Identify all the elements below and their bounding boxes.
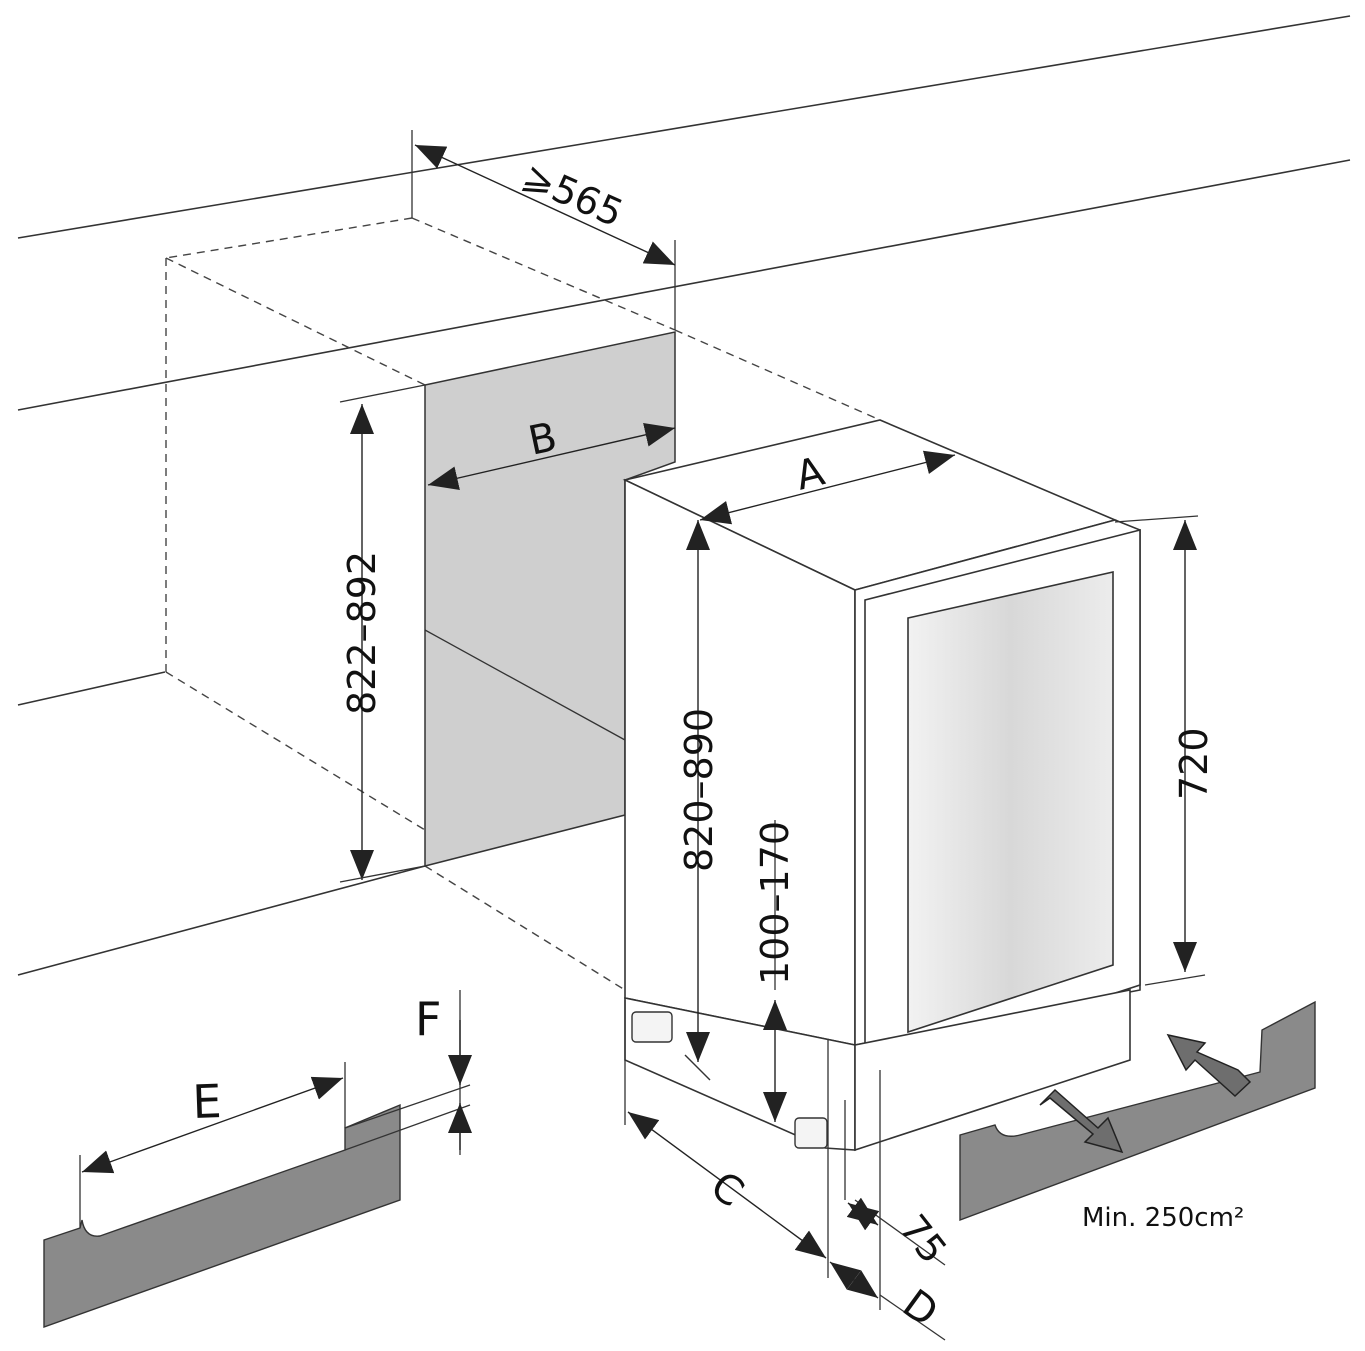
cooler-door-glass bbox=[907, 571, 1114, 1034]
dim-a-line bbox=[699, 450, 956, 525]
dim-depth-line bbox=[414, 144, 676, 266]
plinth-cutout-detail bbox=[43, 1103, 401, 1328]
niche-panel-edge bbox=[424, 629, 626, 741]
label-offset-75: 75 bbox=[891, 1206, 955, 1271]
label-depth-min: ⩾565 bbox=[516, 153, 629, 236]
dim-b-line bbox=[427, 423, 676, 490]
label-dim-f: F bbox=[415, 992, 441, 1046]
airflow-out-arrow bbox=[1039, 1088, 1124, 1154]
airflow-arrows bbox=[1039, 1033, 1252, 1154]
dim-75-line bbox=[846, 1197, 880, 1231]
label-niche-height: 822–892 bbox=[340, 551, 384, 715]
label-appliance-height: 820–890 bbox=[677, 708, 721, 872]
countertop-lines bbox=[17, 15, 1351, 976]
ventilation-plinth bbox=[959, 1000, 1316, 1222]
dim-e-line bbox=[81, 1076, 344, 1174]
cooler-plinth-front bbox=[854, 989, 1131, 1152]
dim-c-line bbox=[627, 1111, 827, 1259]
label-dim-e: E bbox=[191, 1074, 222, 1129]
airflow-in-arrow bbox=[1166, 1033, 1252, 1098]
depth-extension-lines bbox=[411, 130, 676, 330]
door-height-ticks bbox=[1114, 515, 1206, 986]
label-door-height: 720 bbox=[1172, 727, 1216, 800]
label-vent-area: Min. 250cm² bbox=[1082, 1203, 1244, 1233]
label-dim-d: D bbox=[894, 1281, 946, 1336]
niche-height-ticks bbox=[339, 384, 426, 883]
label-plinth-height: 100–170 bbox=[753, 821, 797, 985]
label-dim-c: C bbox=[702, 1163, 752, 1217]
dim-d-line bbox=[829, 1261, 879, 1299]
